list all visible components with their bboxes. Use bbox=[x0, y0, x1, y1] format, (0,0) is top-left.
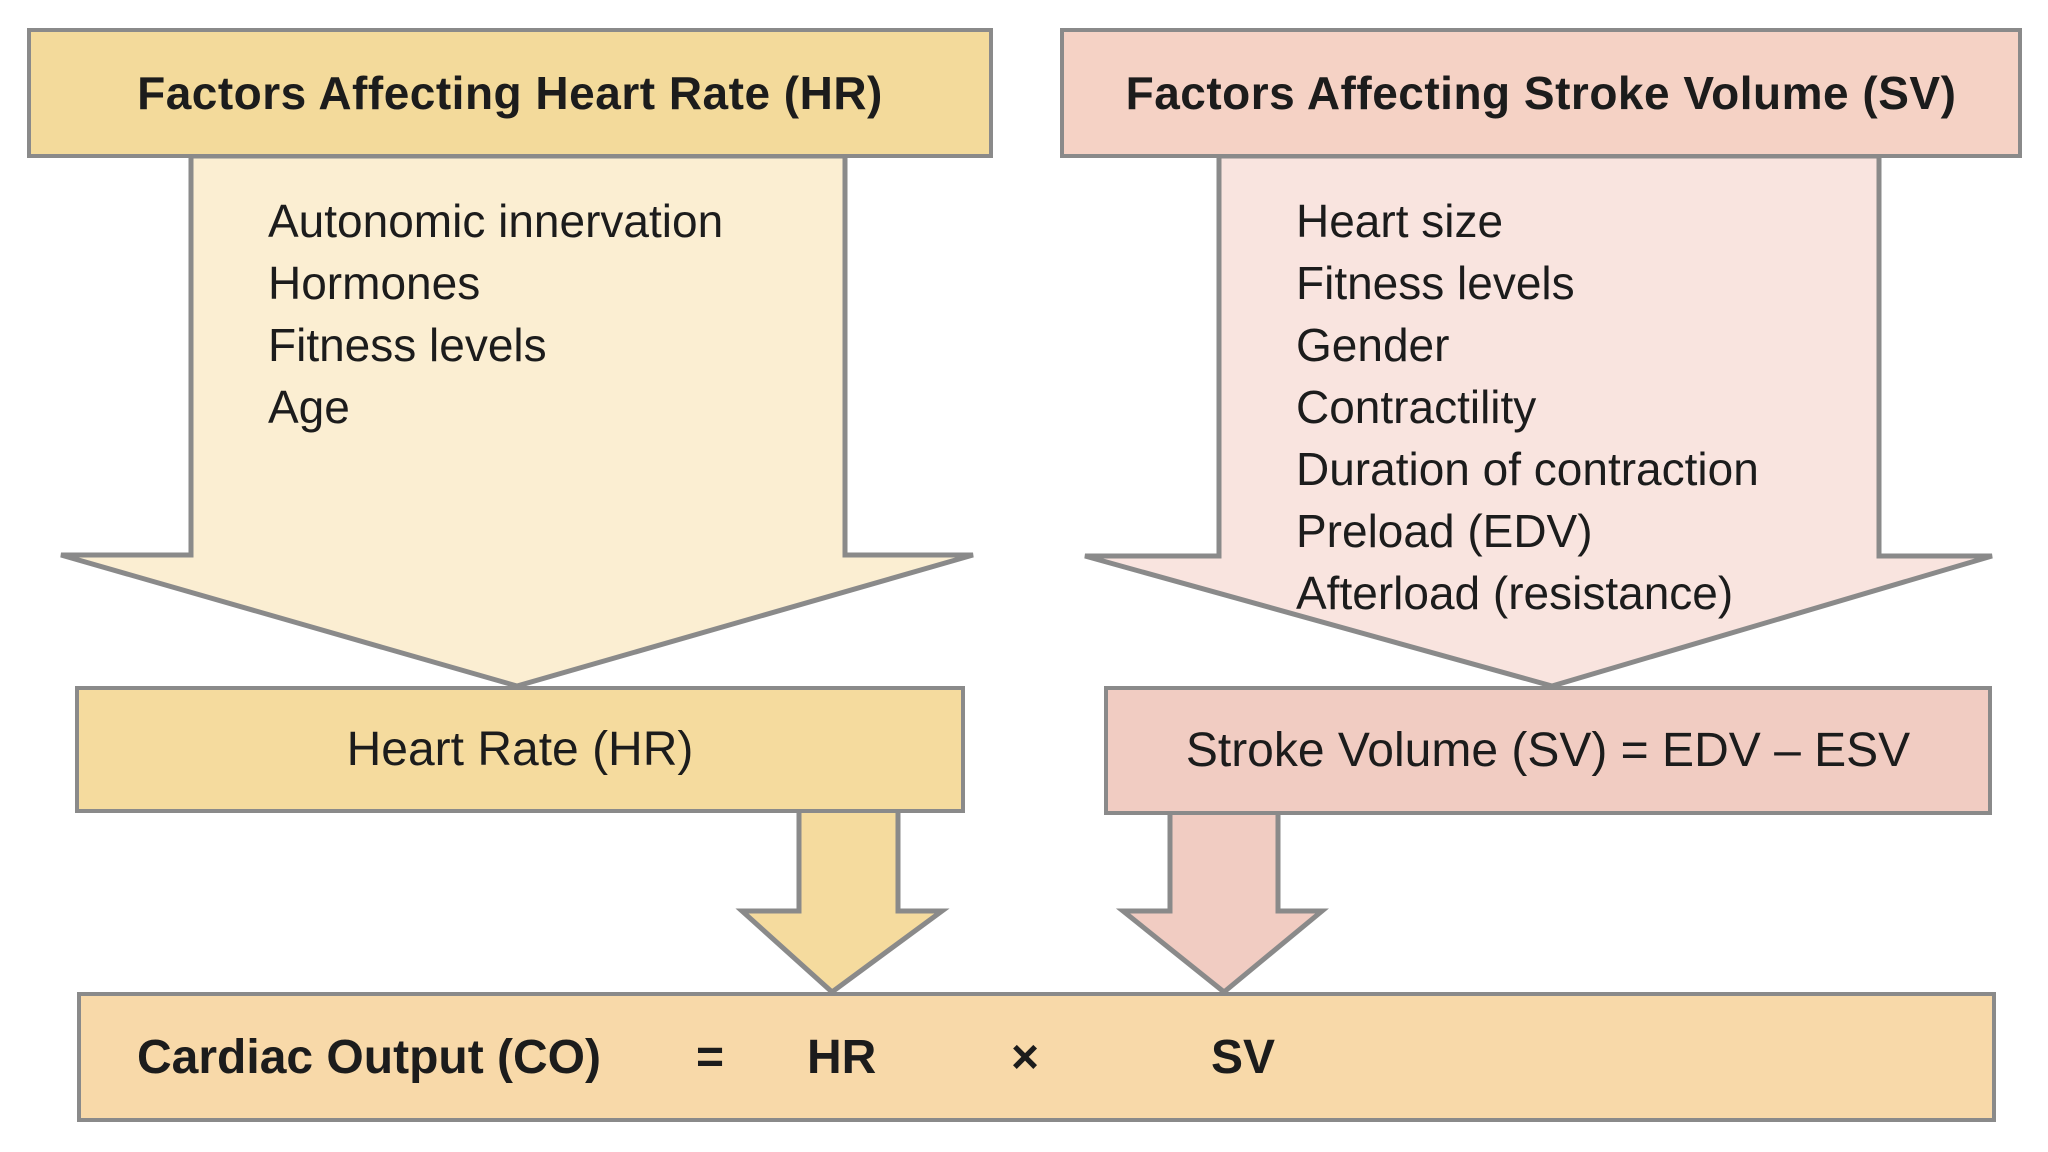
sv-factors-header-label: Factors Affecting Stroke Volume (SV) bbox=[1125, 67, 1957, 119]
equals-sign: = bbox=[696, 1030, 725, 1084]
stroke-volume-box: Stroke Volume (SV) = EDV – ESV bbox=[1104, 686, 1992, 815]
stroke-volume-label: Stroke Volume (SV) = EDV – ESV bbox=[1185, 724, 1911, 777]
cardiac-output-box: Cardiac Output (CO) = HR × SV bbox=[77, 992, 1996, 1122]
heart-rate-label: Heart Rate (HR) bbox=[346, 723, 694, 776]
hr-big-down-arrow bbox=[60, 153, 974, 689]
sv-factors-list: Heart size Fitness levels Gender Contrac… bbox=[1296, 190, 1759, 624]
sv-factors-header-box: Factors Affecting Stroke Volume (SV) bbox=[1060, 28, 2022, 158]
sv-factor-item: Heart size bbox=[1296, 195, 1504, 247]
hr-factor-item: Hormones bbox=[268, 257, 481, 309]
sv-big-down-arrow bbox=[1084, 153, 1993, 689]
hr-factor-item: Autonomic innervation bbox=[268, 195, 724, 247]
hr-factors-header-box: Factors Affecting Heart Rate (HR) bbox=[27, 28, 993, 158]
multiplication-sign: × bbox=[1011, 1030, 1040, 1084]
sv-factor-item: Fitness levels bbox=[1296, 257, 1575, 309]
sv-factor-item: Afterload (resistance) bbox=[1296, 567, 1734, 619]
hr-term: HR bbox=[807, 1030, 877, 1084]
sv-factor-item: Gender bbox=[1296, 319, 1450, 371]
cardiac-output-label: Cardiac Output (CO) bbox=[137, 1030, 601, 1084]
sv-factor-item: Duration of contraction bbox=[1296, 443, 1759, 495]
heart-rate-box: Heart Rate (HR) bbox=[75, 686, 965, 813]
sv-factor-item: Preload (EDV) bbox=[1296, 505, 1593, 557]
sv-term: SV bbox=[1211, 1030, 1276, 1084]
hr-factor-item: Fitness levels bbox=[268, 319, 547, 371]
sv-small-down-arrow bbox=[1115, 803, 1329, 996]
hr-small-down-arrow bbox=[735, 803, 950, 996]
hr-factors-list: Autonomic innervation Hormones Fitness l… bbox=[268, 190, 723, 438]
hr-factors-header-label: Factors Affecting Heart Rate (HR) bbox=[137, 67, 883, 119]
sv-factor-item: Contractility bbox=[1296, 381, 1537, 433]
hr-factor-item: Age bbox=[268, 381, 350, 433]
